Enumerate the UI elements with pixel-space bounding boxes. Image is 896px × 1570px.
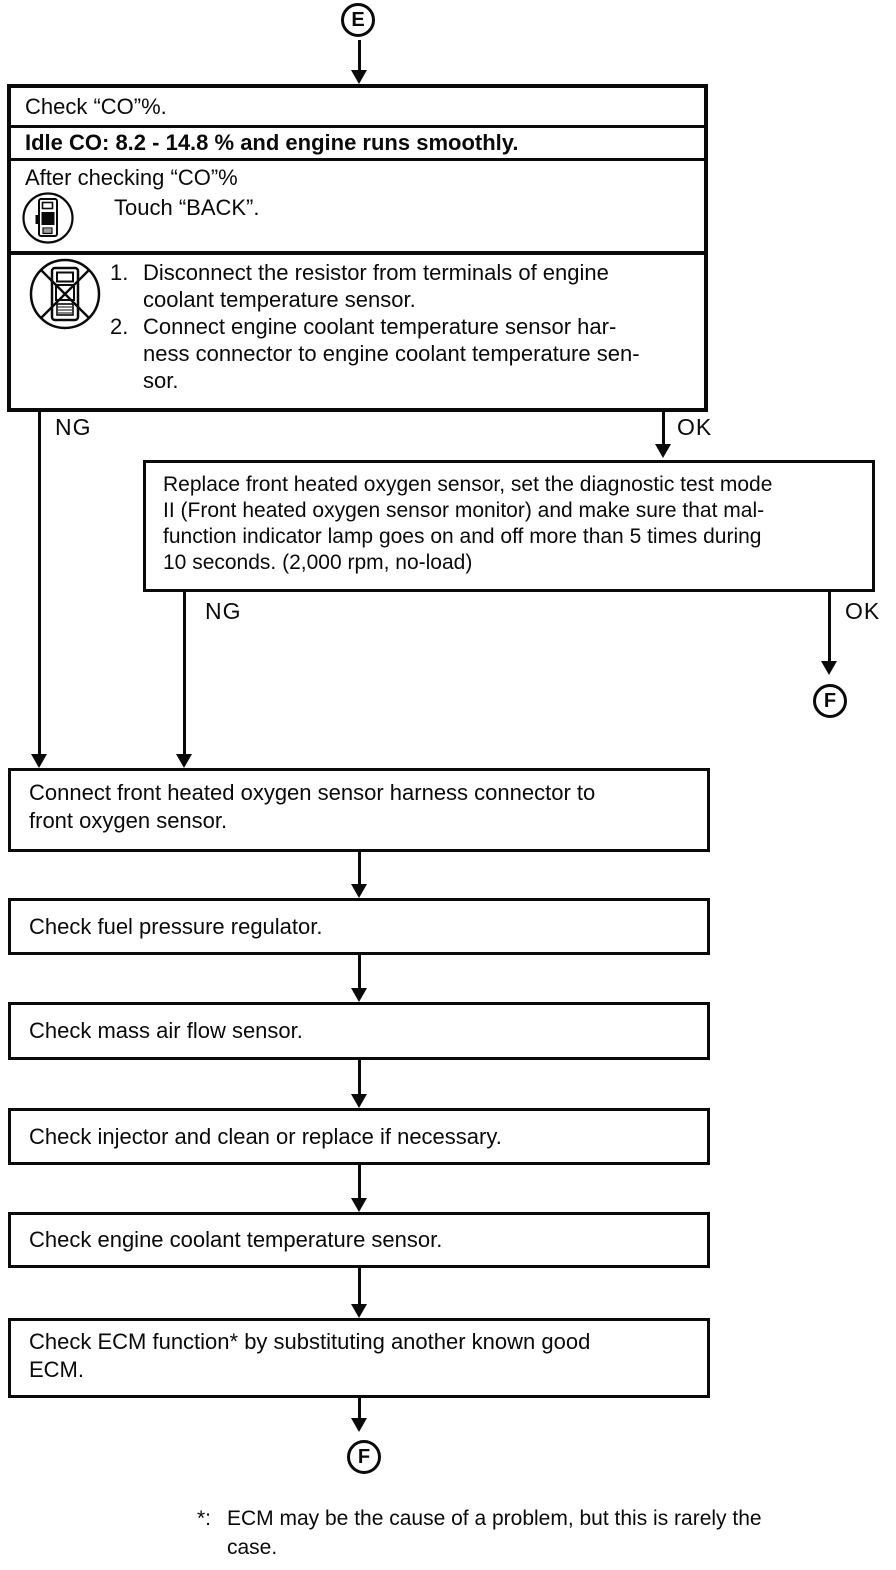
arrow-shaft [358, 1267, 361, 1305]
arrow-shaft [358, 1164, 361, 1199]
branch1-ng-line [38, 410, 41, 755]
touch-back-text: Touch “BACK”. [114, 195, 260, 220]
footnote: *: ECM may be the cause of a problem, bu… [197, 1504, 762, 1562]
idle-co-spec-text: Idle CO: 8.2 - 14.8 % and engine runs sm… [11, 128, 704, 161]
connector-f-bottom-label: F [357, 1445, 371, 1468]
branch1-ok-arrow-head [655, 444, 671, 458]
step-item: 2. Connect engine coolant temperature se… [110, 313, 640, 394]
box3-line: front oxygen sensor. [29, 808, 228, 833]
arrow-e-shaft [358, 40, 361, 72]
step-item: 1. Disconnect the resistor from terminal… [110, 259, 640, 313]
box2-line: Replace front heated oxygen sensor, set … [163, 473, 773, 496]
box3-line: Connect front heated oxygen sensor harne… [29, 780, 596, 805]
box8-line: ECM. [29, 1357, 84, 1382]
step-number: 1. [110, 260, 129, 285]
action-box-fuel-pressure: Check fuel pressure regulator. [8, 898, 710, 955]
without-consult-tool-icon [28, 257, 102, 331]
step-line: sor. [143, 368, 179, 393]
step-line: coolant temperature sensor. [143, 287, 416, 312]
arrow-head [351, 1198, 367, 1212]
footnote-line: case. [227, 1536, 278, 1559]
box7-text: Check engine coolant temperature sensor. [29, 1227, 443, 1252]
box4-text: Check fuel pressure regulator. [29, 913, 323, 939]
arrow-head [351, 988, 367, 1002]
step-number: 2. [110, 314, 129, 339]
footnote-marker: *: [197, 1507, 212, 1530]
action-box-injector: Check injector and clean or replace if n… [8, 1108, 710, 1165]
box2-line: function indicator lamp goes on and off … [163, 525, 762, 548]
connector-e-label: E [351, 8, 365, 31]
branch2-ng-line [183, 590, 186, 755]
action-box-coolant-sensor: Check engine coolant temperature sensor. [8, 1212, 710, 1268]
action-box-connect-o2-harness: Connect front heated oxygen sensor harne… [8, 768, 710, 852]
branch2-ok-arrow-head [821, 661, 837, 675]
arrow-e-head [351, 70, 367, 84]
action-box-replace-o2-sensor: Replace front heated oxygen sensor, set … [143, 460, 875, 592]
consult-tool-icon [21, 191, 75, 245]
connector-f-bottom: F [347, 1440, 381, 1474]
box2-line: II (Front heated oxygen sensor monitor) … [163, 499, 765, 522]
branch2-ng-label: NG [205, 598, 242, 624]
branch1-ok-line [662, 410, 665, 445]
branch2-ok-label: OK [845, 598, 881, 624]
branch1-ok-label: OK [677, 414, 713, 440]
branch2-ok-line [828, 590, 831, 662]
branch1-ng-arrow-head [31, 754, 47, 768]
decision-box-check-co: Check “CO”%. Idle CO: 8.2 - 14.8 % and e… [7, 84, 708, 412]
connector-e: E [341, 3, 375, 37]
connector-f-right: F [813, 684, 847, 718]
arrow-shaft [358, 1060, 361, 1095]
arrow-head [351, 884, 367, 898]
arrow-head [351, 1418, 367, 1432]
branch2-ng-arrow-head [176, 754, 192, 768]
arrow-head [351, 1304, 367, 1318]
box2-line: 10 seconds. (2,000 rpm, no-load) [163, 551, 473, 574]
action-box-ecm-function: Check ECM function* by substituting anot… [8, 1318, 710, 1398]
arrow-head [351, 1094, 367, 1108]
box6-text: Check injector and clean or replace if n… [29, 1123, 502, 1149]
box8-line: Check ECM function* by substituting anot… [29, 1329, 591, 1354]
arrow-shaft [358, 955, 361, 989]
branch1-ng-label: NG [55, 414, 92, 440]
step-line: Connect engine coolant temperature senso… [143, 314, 617, 339]
action-box-maf-sensor: Check mass air flow sensor. [8, 1002, 710, 1060]
arrow-shaft [358, 1397, 361, 1419]
check-co-text: Check “CO”%. [11, 88, 704, 128]
after-checking-text: After checking “CO”% [25, 165, 238, 190]
connector-f-right-label: F [823, 689, 837, 712]
arrow-shaft [358, 852, 361, 885]
footnote-line: ECM may be the cause of a problem, but t… [227, 1507, 762, 1530]
box5-text: Check mass air flow sensor. [29, 1018, 303, 1043]
step-line: ness connector to engine coolant tempera… [143, 341, 640, 366]
step-line: Disconnect the resistor from terminals o… [143, 260, 609, 285]
